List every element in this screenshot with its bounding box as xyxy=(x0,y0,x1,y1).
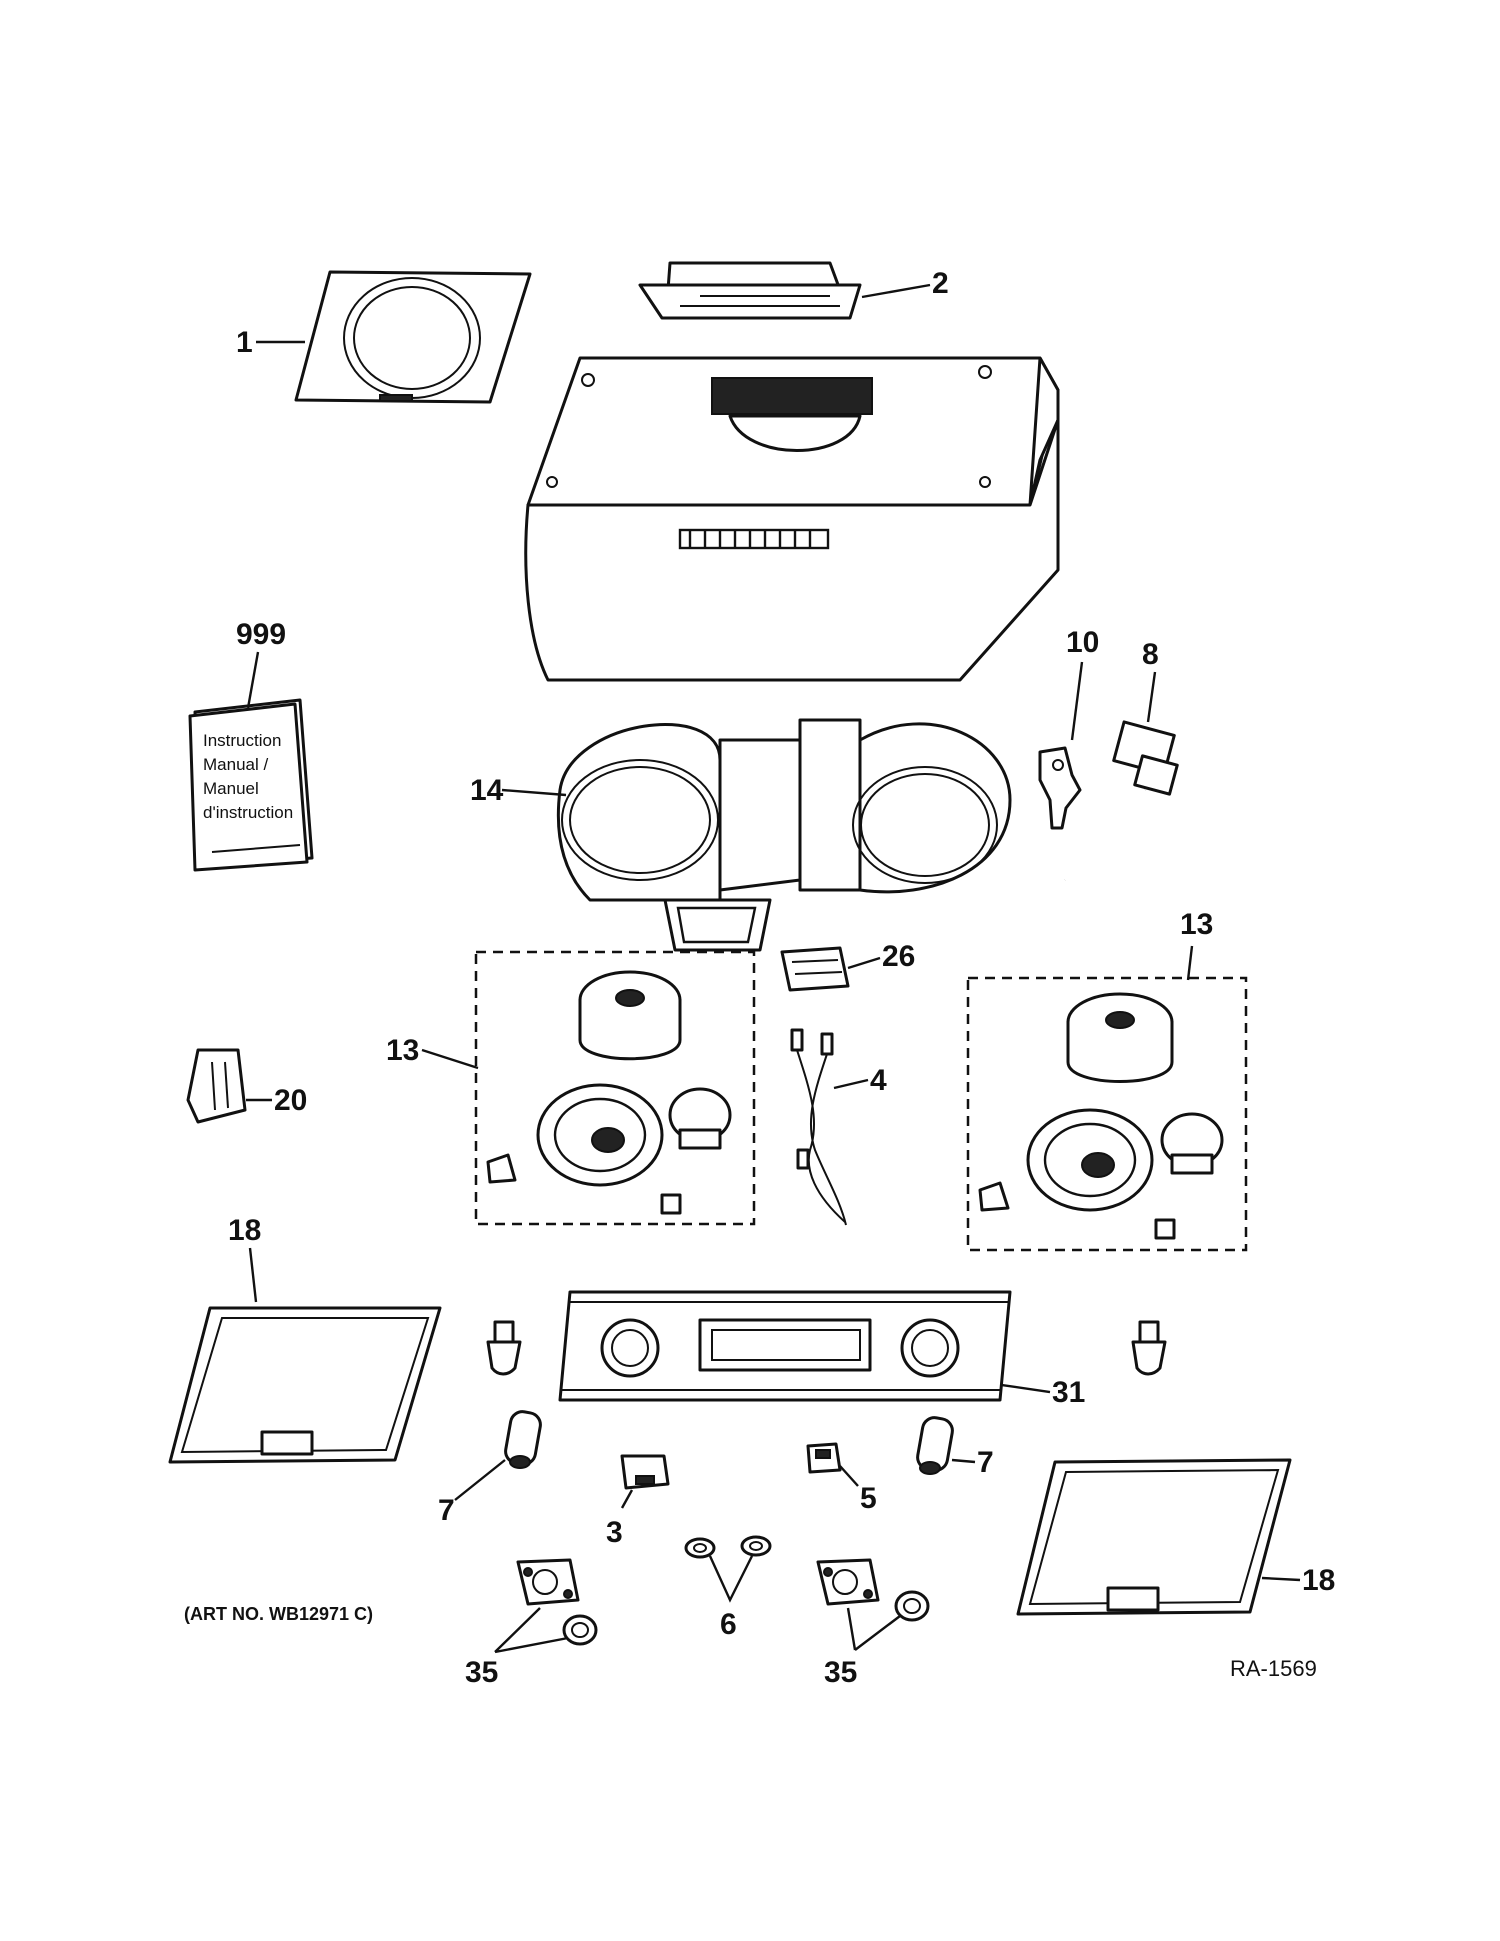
leader-8 xyxy=(1146,671,1157,723)
part-999-instruction-manual: Instruction Manual / Manuel d'instructio… xyxy=(188,698,314,872)
part-18-left-grease-filter xyxy=(168,1306,442,1464)
callout-5: 5 xyxy=(860,1482,877,1515)
callout-7-left: 7 xyxy=(438,1494,455,1527)
leader-13-left xyxy=(421,1048,479,1070)
drawing-reference: RA-1569 xyxy=(1230,1656,1317,1681)
light-socket-left xyxy=(486,1320,522,1376)
leader-14 xyxy=(501,788,567,797)
part-7-left-capacitor xyxy=(504,1410,542,1469)
callout-2: 2 xyxy=(932,267,949,300)
part-5-switch xyxy=(806,1442,842,1474)
manual-line-1: Instruction xyxy=(203,731,281,750)
part-13-left-kit-outline xyxy=(474,950,756,1226)
part-2-damper xyxy=(638,261,862,320)
callout-18-left: 18 xyxy=(228,1214,261,1247)
part-8-switch-harness xyxy=(1063,720,1179,882)
part-7-right-capacitor xyxy=(916,1416,954,1475)
part-18-right-grease-filter xyxy=(1016,1458,1292,1616)
callout-35-right: 35 xyxy=(824,1656,857,1689)
manual-line-3: Manuel xyxy=(203,779,259,798)
callout-1: 1 xyxy=(236,326,253,359)
leader-35-left xyxy=(494,1607,569,1654)
callout-18-right: 18 xyxy=(1302,1564,1335,1597)
art-number: (ART NO. WB12971 C) xyxy=(184,1604,373,1624)
callout-3: 3 xyxy=(606,1516,623,1549)
callout-10: 10 xyxy=(1066,626,1099,659)
leader-18-right xyxy=(1261,1576,1301,1582)
leader-26 xyxy=(847,956,881,970)
leader-999 xyxy=(246,651,260,709)
leader-31 xyxy=(1001,1383,1051,1394)
callout-14: 14 xyxy=(470,774,504,807)
callout-13-right: 13 xyxy=(1180,908,1213,941)
callout-999: 999 xyxy=(236,618,286,651)
leader-3 xyxy=(620,1489,634,1509)
part-6-nuts xyxy=(684,1535,772,1559)
part-13-right-kit-outline xyxy=(966,976,1248,1252)
callout-13-left: 13 xyxy=(386,1034,419,1067)
manual-line-2: Manual / xyxy=(203,755,268,774)
leader-2 xyxy=(861,283,931,299)
callout-26: 26 xyxy=(882,940,915,973)
callout-35-left: 35 xyxy=(465,1656,498,1689)
leader-10 xyxy=(1070,661,1084,741)
part-35-right-mount xyxy=(816,1558,930,1622)
light-socket-right xyxy=(1131,1320,1167,1376)
callout-6: 6 xyxy=(720,1608,737,1641)
callout-7-right: 7 xyxy=(977,1446,994,1479)
part-31-control-panel xyxy=(558,1290,1012,1402)
leader-5 xyxy=(839,1465,859,1487)
manual-line-4: d'instruction xyxy=(203,803,293,822)
part-14-blower-housing xyxy=(556,718,1012,952)
callout-8: 8 xyxy=(1142,638,1159,671)
callout-20: 20 xyxy=(274,1084,307,1117)
leader-35-right xyxy=(846,1607,901,1651)
part-3-switch xyxy=(620,1454,670,1490)
leader-4 xyxy=(833,1078,869,1090)
leader-13-right xyxy=(1186,945,1194,981)
part-26-bracket xyxy=(780,946,850,992)
part-20-block xyxy=(186,1048,247,1124)
part-13-left-blower-assembly xyxy=(486,970,732,1215)
part-13-right-blower-assembly xyxy=(978,992,1224,1240)
part-10-bracket xyxy=(1038,746,1082,830)
part-4-wire-harness xyxy=(790,1028,847,1226)
leader-7-right xyxy=(951,1458,976,1464)
range-hood-housing xyxy=(524,356,1060,682)
leader-7-left xyxy=(454,1459,506,1501)
part-35-left-mount xyxy=(516,1558,598,1646)
leader-18-left xyxy=(248,1247,258,1303)
part-1-mounting-plate xyxy=(294,270,532,404)
callout-31: 31 xyxy=(1052,1376,1085,1409)
leader-6 xyxy=(708,1555,754,1603)
callout-4: 4 xyxy=(870,1064,887,1097)
